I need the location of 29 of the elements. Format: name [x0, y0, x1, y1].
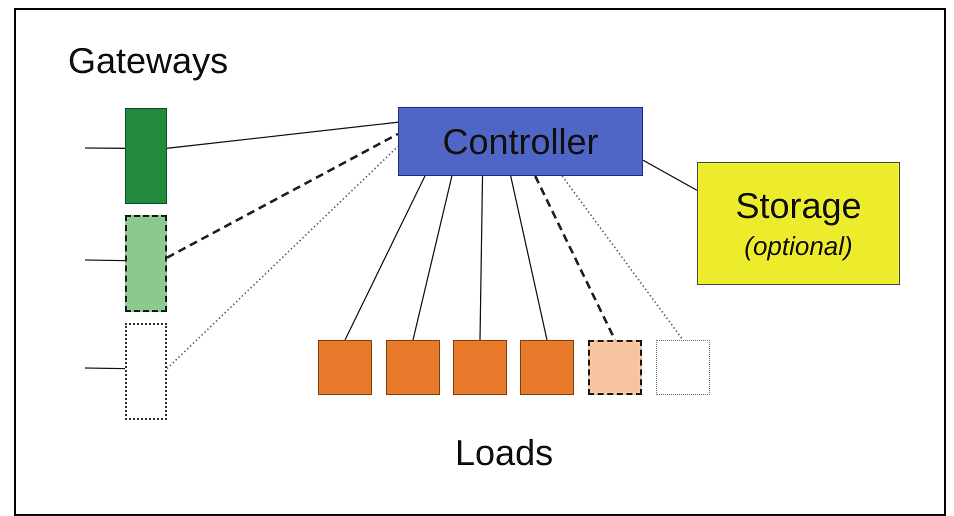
load-box [656, 340, 710, 395]
group-label: Gateways [68, 40, 228, 82]
storage-box [697, 162, 900, 285]
gateway-box [125, 215, 167, 312]
connector-line [479, 176, 484, 340]
connector-line [85, 367, 125, 370]
node-title: Storage [735, 185, 862, 227]
connector-line [510, 176, 548, 340]
node-title: Controller [442, 120, 599, 162]
connector-line [166, 132, 399, 259]
controller-box [398, 107, 643, 176]
load-box [520, 340, 574, 395]
connector-line [85, 147, 125, 149]
node-note: (optional) [744, 231, 853, 262]
connector-line [412, 176, 453, 340]
connector-line [562, 176, 684, 340]
connector-line [166, 122, 398, 149]
connector-line [642, 160, 698, 191]
connector-line [534, 175, 616, 341]
load-box [453, 340, 507, 395]
connector-line [85, 259, 125, 262]
group-label: Loads [455, 432, 554, 474]
load-box [386, 340, 440, 395]
gateway-box [125, 323, 167, 420]
connector-line [344, 176, 426, 340]
connector-line [166, 146, 399, 370]
gateway-box [125, 108, 167, 204]
load-box [318, 340, 372, 395]
load-box [588, 340, 642, 395]
